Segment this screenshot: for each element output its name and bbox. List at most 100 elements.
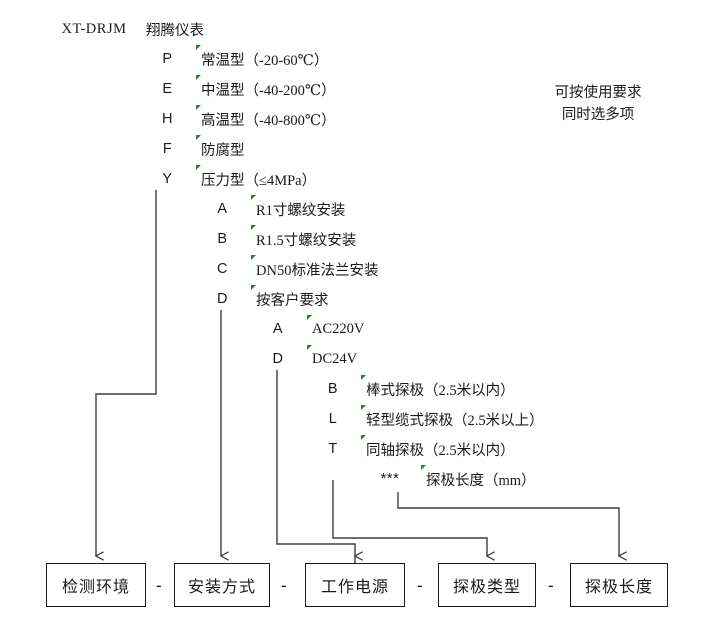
spacer-cell	[48, 404, 140, 434]
table-row: A R1寸螺纹安装	[48, 194, 648, 224]
model-code-cell: XT-DRJM	[61, 20, 127, 37]
option-desc-cell: AC220V	[306, 314, 648, 344]
table-row: B 棒式探极（2.5米以内）	[48, 374, 648, 404]
result-box-label: 工作电源	[320, 579, 389, 596]
result-box-label: 探极类型	[452, 579, 521, 596]
table-row: C DN50标准法兰安装	[48, 254, 648, 284]
spacer-cell	[140, 374, 195, 404]
spacer-cell	[195, 404, 250, 434]
spacer-cell	[48, 164, 140, 194]
option-desc-cell: 轻型缆式探极（2.5米以上）	[360, 404, 648, 434]
option-desc-cell: 常温型（-20-60℃）	[195, 44, 548, 74]
result-box-label: 探极长度	[584, 579, 653, 596]
option-code-cell: B	[327, 381, 339, 397]
option-code-cell: B	[217, 231, 228, 247]
spacer-cell	[195, 434, 250, 464]
spacer-cell	[140, 194, 195, 224]
separator-dash: -	[156, 576, 162, 595]
option-desc-cell: R1.5寸螺纹安装	[250, 224, 648, 254]
spacer-cell	[140, 224, 195, 254]
option-code-cell: ***	[380, 471, 400, 487]
option-code-cell: P	[162, 51, 173, 67]
table-row: *** 探极长度（mm）	[48, 464, 648, 494]
option-desc-cell: 按客户要求	[250, 284, 648, 314]
option-desc-cell: DC24V	[306, 344, 648, 374]
spacer-cell	[140, 254, 195, 284]
result-box-environment[interactable]: 检测环境	[46, 563, 146, 607]
option-desc-cell: 探极长度（mm）	[420, 464, 648, 494]
separator-dash: -	[281, 576, 287, 595]
spacer-cell	[48, 314, 140, 344]
table-row: E 中温型（-40-200℃）	[48, 74, 648, 104]
separator-dash: -	[417, 576, 423, 595]
option-code-cell: D	[217, 291, 228, 307]
spacer-cell	[140, 284, 195, 314]
option-code-cell: Y	[162, 171, 173, 187]
side-note-line-1: 可按使用要求	[554, 84, 642, 101]
spacer-cell	[48, 74, 140, 104]
spacer-cell	[48, 344, 140, 374]
spacer-cell	[195, 464, 250, 494]
spacer-cell	[195, 314, 250, 344]
spacer-cell	[250, 404, 306, 434]
connector-power-helper	[286, 525, 355, 566]
spacer-cell	[140, 314, 195, 344]
spacer-cell	[195, 344, 250, 374]
table-row: F 防腐型	[48, 134, 648, 164]
spacer-cell	[48, 44, 140, 74]
spacer-cell	[195, 374, 250, 404]
spacer-cell	[140, 434, 195, 464]
option-desc-cell: 同轴探极（2.5米以内）	[360, 434, 648, 464]
option-desc-cell: DN50标准法兰安装	[250, 254, 648, 284]
spacer-cell	[48, 194, 140, 224]
result-box-power[interactable]: 工作电源	[305, 563, 405, 607]
separator-dash: -	[548, 576, 554, 595]
table-row: T 同轴探极（2.5米以内）	[48, 434, 648, 464]
option-desc-cell: 高温型（-40-800℃）	[195, 104, 548, 134]
spacer-cell	[250, 464, 306, 494]
result-box-probe-type[interactable]: 探极类型	[438, 563, 536, 607]
option-desc-cell: 压力型（≤4MPa）	[195, 164, 548, 194]
brand-cell: 翔腾仪表	[146, 22, 204, 39]
option-code-cell: C	[217, 261, 228, 277]
spacer-cell	[306, 464, 360, 494]
result-box-label: 检测环境	[61, 579, 130, 596]
option-desc-cell: 防腐型	[195, 134, 548, 164]
spacer-cell	[250, 374, 306, 404]
option-code-cell: A	[217, 201, 228, 217]
option-desc-cell: R1寸螺纹安装	[250, 194, 648, 224]
side-note-cell: 可按使用要求 同时选多项	[548, 14, 648, 194]
spacer-cell	[48, 284, 140, 314]
spacer-cell	[48, 254, 140, 284]
table-row: D 按客户要求	[48, 284, 648, 314]
spacer-cell	[48, 134, 140, 164]
result-box-row: 检测环境 - 安装方式 - 工作电源 - 探极类型 - 探极长度	[0, 563, 708, 611]
table-row: H 高温型（-40-800℃）	[48, 104, 648, 134]
spacer-cell	[48, 434, 140, 464]
option-code-cell: D	[272, 351, 284, 367]
option-desc-cell: 棒式探极（2.5米以内）	[360, 374, 648, 404]
spacer-cell	[140, 464, 195, 494]
result-box-probe-length[interactable]: 探极长度	[570, 563, 668, 607]
option-desc-cell: 中温型（-40-200℃）	[195, 74, 548, 104]
table-row: D DC24V	[48, 344, 648, 374]
result-box-installation[interactable]: 安装方式	[174, 563, 270, 607]
result-box-label: 安装方式	[187, 579, 256, 596]
table-row: P 常温型（-20-60℃）	[48, 44, 648, 74]
option-code-cell: T	[328, 441, 338, 457]
connector-probe-length	[397, 492, 619, 556]
spacer-cell	[48, 374, 140, 404]
table-row: B R1.5寸螺纹安装	[48, 224, 648, 254]
spacer-cell	[48, 464, 140, 494]
spacer-cell	[48, 104, 140, 134]
option-code-cell: E	[162, 81, 173, 97]
spacer-cell	[140, 344, 195, 374]
table-row: A AC220V	[48, 314, 648, 344]
spacer-cell	[250, 434, 306, 464]
side-note-line-2: 同时选多项	[561, 107, 635, 123]
option-code-cell: L	[328, 411, 338, 427]
table-row: L 轻型缆式探极（2.5米以上）	[48, 404, 648, 434]
option-code-cell: H	[162, 111, 173, 127]
specification-table: XT-DRJM 翔腾仪表 可按使用要求 同时选多项 P 常温型（-20-60℃）…	[48, 14, 648, 494]
